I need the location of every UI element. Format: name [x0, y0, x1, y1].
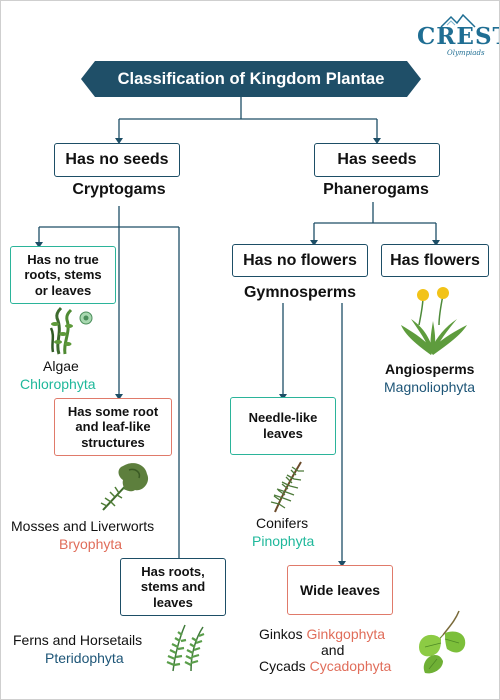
no-true-roots-line-1: Has no true — [27, 251, 99, 267]
algae-icon — [49, 306, 93, 355]
some-root-line-3: structures — [81, 434, 145, 450]
title-banner-shape — [81, 61, 421, 97]
seeds-label: Has seeds — [337, 151, 417, 169]
moss-icon — [100, 463, 149, 511]
diagram-title: Classification of Kingdom Plantae — [81, 61, 421, 97]
mosses-name: Mosses and Liverworts — [11, 518, 155, 534]
cycadophyta-label: Cycadophyta — [309, 658, 392, 674]
wide-leaves-label: Wide leaves — [299, 581, 381, 598]
no-true-roots-line-2: roots, stems — [24, 267, 102, 283]
has-roots-line-2: stems and — [140, 579, 206, 595]
ginkos-name: Ginkos — [259, 626, 303, 642]
algae-name: Algae — [43, 358, 79, 374]
some-root-box: Has some root and leaf-like structures — [54, 398, 172, 456]
no-seeds-box: Has no seeds — [54, 143, 180, 177]
cycads-line: Cycads Cycadophyta — [259, 658, 391, 674]
chlorophyta-label: Chlorophyta — [20, 376, 96, 392]
seeds-box: Has seeds — [314, 143, 440, 177]
needle-line-2: leaves — [263, 426, 303, 441]
no-seeds-label: Has no seeds — [65, 151, 169, 169]
conifer-icon — [270, 461, 304, 513]
flowers-label: Has flowers — [390, 251, 480, 269]
logo-brand: CREST — [417, 23, 499, 50]
crest-logo: CREST Olympiads — [411, 9, 499, 59]
cycads-name: Cycads — [259, 658, 306, 674]
no-true-roots-box: Has no true roots, stems or leaves — [10, 246, 116, 304]
no-flowers-box: Has no flowers — [232, 244, 368, 277]
ginkgophyta-label: Ginkgophyta — [306, 626, 386, 642]
needle-line-1: Needle-like — [248, 410, 318, 426]
conifers-name: Conifers — [256, 515, 309, 531]
has-roots-line-3: leaves — [153, 594, 193, 610]
phanerogams-label: Phanerogams — [323, 181, 429, 198]
flowers-box: Has flowers — [381, 244, 489, 277]
cryptogams-label: Cryptogams — [72, 181, 166, 198]
needle-leaves-box: Needle-like leaves — [230, 397, 336, 455]
magnoliophyta-label: Magnoliophyta — [384, 379, 476, 395]
gymnosperms-label: Gymnosperms — [243, 284, 357, 301]
has-roots-line-1: Has roots, — [141, 563, 205, 579]
mountain-logo-icon — [440, 13, 476, 28]
wide-leaves-box: Wide leaves — [287, 565, 393, 615]
no-true-roots-line-3: or leaves — [34, 282, 92, 298]
dandelion-icon — [401, 287, 467, 355]
title-text: Classification of Kingdom Plantae — [117, 69, 385, 88]
ferns-name: Ferns and Horsetails — [13, 632, 143, 648]
ginkos-line: Ginkos Ginkgophyta — [259, 626, 385, 642]
and-label: and — [321, 642, 345, 658]
angiosperms-name: Angiosperms — [385, 361, 475, 377]
pinophyta-label: Pinophyta — [252, 533, 315, 549]
logo-tagline: Olympiads — [447, 49, 485, 57]
some-root-line-2: and leaf-like — [75, 419, 151, 435]
no-flowers-label: Has no flowers — [243, 251, 357, 269]
pteridophyta-label: Pteridophyta — [45, 650, 124, 666]
has-roots-box: Has roots, stems and leaves — [120, 558, 226, 616]
fern-icon — [166, 624, 205, 672]
some-root-line-1: Has some root — [67, 403, 159, 419]
bryophyta-label: Bryophyta — [59, 536, 123, 552]
ginkgo-leaf-icon — [419, 610, 466, 674]
